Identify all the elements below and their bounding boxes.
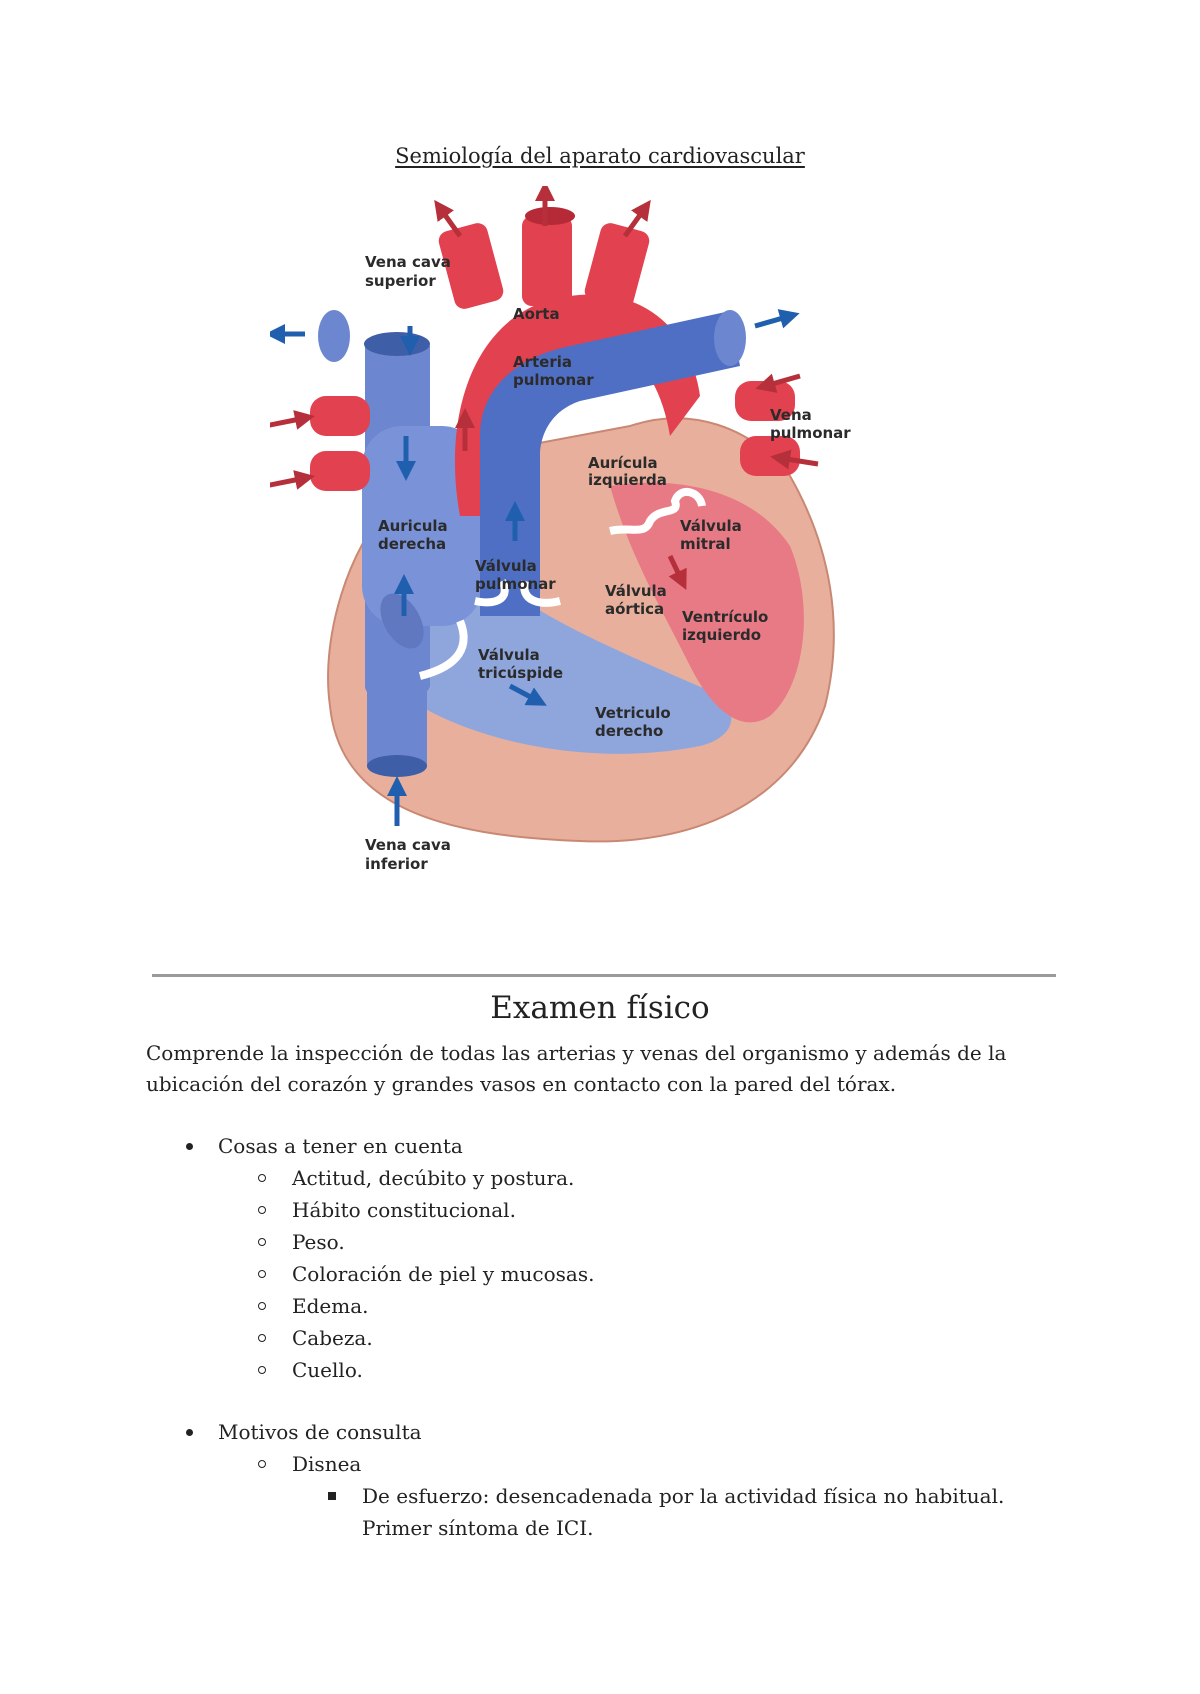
svg-text:derecha: derecha <box>378 535 446 553</box>
bullet-circle-icon <box>258 1460 266 1468</box>
valve-mitral <box>609 488 706 535</box>
svg-text:aórtica: aórtica <box>605 600 664 618</box>
label-aorta: Aorta <box>513 305 560 323</box>
label-vena-cava-superior: Vena cava <box>365 253 451 271</box>
bullet-list: Cosas a tener en cuenta Actitud, decúbit… <box>146 1130 1076 1544</box>
label-valvula-pulmonar: Válvula <box>475 557 537 575</box>
svg-text:inferior: inferior <box>365 855 428 873</box>
list-item: Disnea <box>146 1448 1076 1480</box>
list-item: De esfuerzo: desencadenada por la activi… <box>146 1480 1076 1544</box>
section-heading: Examen físico <box>490 990 710 1026</box>
section-divider <box>152 974 1056 977</box>
bullet-circle-icon <box>258 1174 266 1182</box>
bullet-circle-icon <box>258 1270 266 1278</box>
pulmonary-artery <box>480 311 740 616</box>
label-auricula-izquierda: Aurícula <box>588 454 658 472</box>
bullet-circle-icon <box>258 1334 266 1342</box>
bullet-circle-icon <box>258 1366 266 1374</box>
svc-opening <box>364 332 430 356</box>
svg-text:izquierda: izquierda <box>588 471 667 489</box>
svg-text:pulmonar: pulmonar <box>475 575 556 593</box>
list-item: Cosas a tener en cuenta <box>146 1130 1076 1162</box>
label-auricula-derecha: Auricula <box>378 517 448 535</box>
bullet-circle-icon <box>258 1206 266 1214</box>
list-item: Edema. <box>146 1290 1076 1322</box>
bullet-circle-icon <box>258 1238 266 1246</box>
label-valvula-aortica: Válvula <box>605 582 667 600</box>
label-valvula-tricuspide: Válvula <box>478 646 540 664</box>
svg-text:derecho: derecho <box>595 722 663 740</box>
svg-text:mitral: mitral <box>680 535 731 553</box>
valve-pulmonary <box>474 579 561 607</box>
label-valvula-mitral: Válvula <box>680 517 742 535</box>
list-item: Cuello. <box>146 1354 1076 1386</box>
label-ventriculo-derecho: Vetriculo <box>595 704 671 722</box>
list-item: Cabeza. <box>146 1322 1076 1354</box>
list-item: Hábito constitucional. <box>146 1194 1076 1226</box>
inferior-vena-cava <box>367 666 427 766</box>
list-item: Motivos de consulta <box>146 1416 1076 1448</box>
bullet-dot-icon <box>186 1429 193 1436</box>
list-item: Peso. <box>146 1226 1076 1258</box>
list-item: Coloración de piel y mucosas. <box>146 1258 1076 1290</box>
svg-text:superior: superior <box>365 272 436 290</box>
svg-text:pulmonar: pulmonar <box>770 424 851 442</box>
left-ventricle <box>610 482 804 723</box>
label-ventriculo-izquierdo: Ventrículo <box>682 608 768 626</box>
document-title: Semiología del aparato cardiovascular <box>395 144 805 168</box>
label-arteria-pulmonar: Arteria <box>513 353 572 371</box>
svg-text:pulmonar: pulmonar <box>513 371 594 389</box>
bullet-dot-icon <box>186 1143 193 1150</box>
bullet-circle-icon <box>258 1302 266 1310</box>
right-atrium <box>362 426 482 626</box>
intro-paragraph: Comprende la inspección de todas las art… <box>146 1041 1007 1096</box>
valve-tricuspid <box>418 619 468 680</box>
list-item: Actitud, decúbito y postura. <box>146 1162 1076 1194</box>
label-vena-cava-inferior: Vena cava <box>365 836 451 854</box>
label-vena-pulmonar: Vena <box>770 406 812 424</box>
svg-text:tricúspide: tricúspide <box>478 664 563 682</box>
heart-diagram: Vena cava superior Aorta Arteria pulmona… <box>270 186 950 946</box>
bullet-square-icon <box>328 1492 336 1500</box>
svg-text:izquierdo: izquierdo <box>682 626 761 644</box>
